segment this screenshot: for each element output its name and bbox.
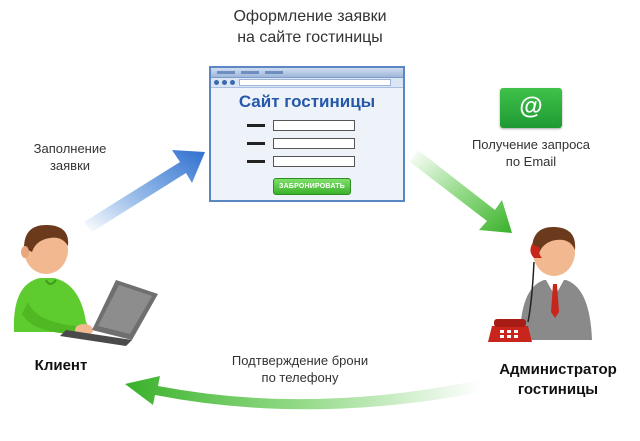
field-label-3 <box>247 160 265 163</box>
administrator-label-line2: гостиницы <box>517 381 599 398</box>
form-input-3 <box>273 156 355 167</box>
address-bar <box>239 79 391 86</box>
fill-form-caption-line1: Заполнение <box>33 141 107 156</box>
website-caption: Оформление заявки на сайте гостиницы <box>180 6 440 48</box>
email-caption-line1: Получение запроса <box>471 137 591 152</box>
administrator-label-line1: Администратор <box>499 361 617 378</box>
fill-form-caption-line2: заявки <box>49 158 91 173</box>
client-figure <box>13 224 158 346</box>
website-caption-line1: Оформление заявки <box>233 8 387 25</box>
admin-body <box>520 280 592 340</box>
form-input-1 <box>273 120 355 131</box>
form-input-2 <box>273 138 355 149</box>
administrator-label: Администратор гостиницы <box>478 360 638 400</box>
admin-head <box>532 226 576 276</box>
administrator-figure <box>488 226 592 342</box>
blue-arrow <box>84 150 205 232</box>
home-icon <box>230 80 235 85</box>
window-titlebar <box>211 68 403 78</box>
client-body <box>13 278 93 336</box>
email-caption: Получение запроса по Email <box>456 136 606 170</box>
book-button: ЗАБРОНИРОВАТЬ <box>273 178 351 195</box>
forward-icon <box>222 80 227 85</box>
website-caption-line2: на сайте гостиницы <box>237 29 383 46</box>
laptop-icon <box>60 280 158 346</box>
phone-handset-icon <box>527 244 542 323</box>
website-title: Сайт гостиницы <box>238 92 376 111</box>
green-arrow-bottom <box>125 376 482 410</box>
email-icon: @ <box>500 88 562 128</box>
desk-phone-icon <box>488 319 532 342</box>
client-label: Клиент <box>34 357 88 374</box>
green-arrow-right <box>410 150 512 233</box>
confirmation-caption: Подтверждение брони по телефону <box>210 352 390 386</box>
hotel-website-window: Сайт гостиницы ЗАБРОНИРОВАТЬ <box>209 66 405 202</box>
client-head <box>21 224 69 274</box>
confirmation-caption-line1: Подтверждение брони <box>231 353 369 368</box>
field-label-2 <box>247 142 265 145</box>
fill-form-caption: Заполнение заявки <box>20 140 120 174</box>
at-sign: @ <box>519 93 543 120</box>
back-icon <box>214 80 219 85</box>
field-label-1 <box>247 124 265 127</box>
confirmation-caption-line2: по телефону <box>261 370 339 385</box>
email-caption-line2: по Email <box>505 154 557 169</box>
browser-toolbar <box>211 78 403 88</box>
